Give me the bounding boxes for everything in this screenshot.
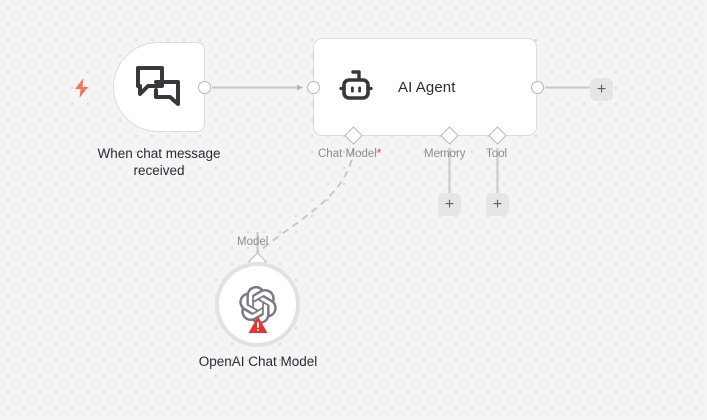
add-node-button-memory[interactable]: + [438,193,461,216]
agent-input-port[interactable] [307,81,320,94]
node-caption-trigger: When chat message received [97,146,221,178]
warning-triangle-icon [248,316,268,333]
add-node-button-main[interactable]: + [590,78,613,101]
required-marker: * [376,148,382,160]
trigger-output-port[interactable] [198,81,211,94]
add-node-button-tool[interactable]: + [486,193,509,216]
port-label-memory: Memory [424,148,466,160]
node-when-chat-message-received[interactable] [113,42,205,132]
port-label-chat-model: Chat Model* [318,148,381,160]
lightning-bolt-icon [75,78,88,98]
port-label-tool: Tool [486,148,508,160]
node-openai-chat-model[interactable] [215,262,300,347]
chat-bubbles-icon [136,66,180,106]
port-label-model: Model [237,236,269,248]
node-ai-agent[interactable]: AI Agent [313,38,537,136]
port-label-chat-model-text: Chat Model [318,148,377,160]
node-caption-openai: OpenAI Chat Model [198,354,318,369]
robot-icon [339,70,373,100]
agent-output-port[interactable] [531,81,544,94]
connection-chat-model-to-openai [257,147,355,253]
node-title-ai-agent: AI Agent [398,78,456,96]
openai-logo-icon [238,285,277,324]
